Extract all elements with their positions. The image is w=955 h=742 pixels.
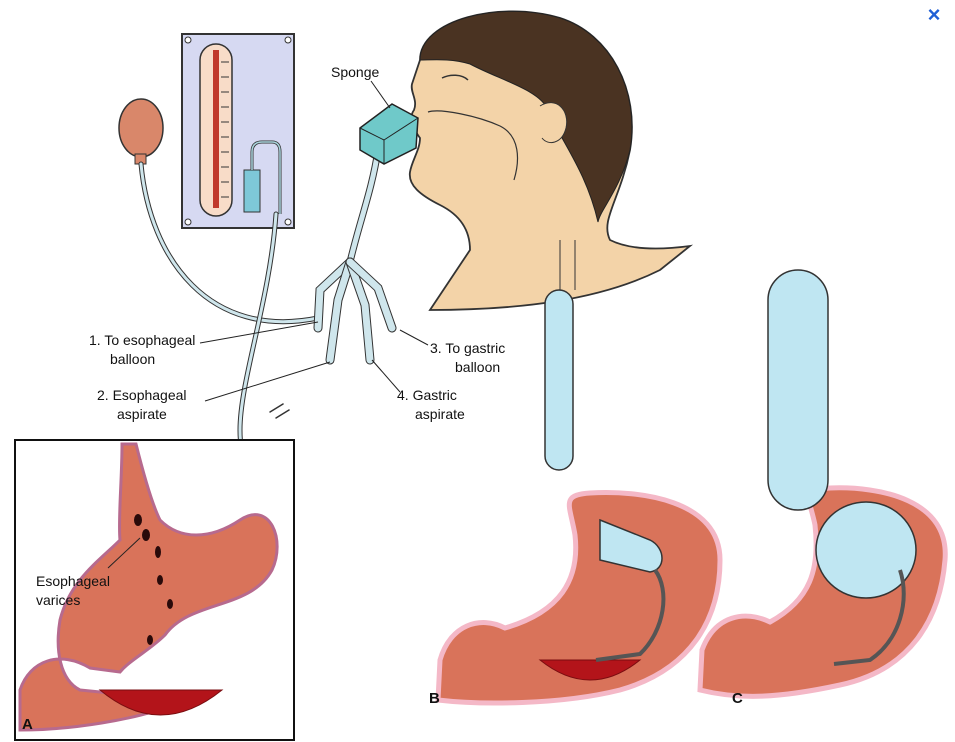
varices-label-line2: varices bbox=[36, 591, 80, 609]
gastric-aspirate-label-line2: aspirate bbox=[415, 405, 465, 423]
close-icon[interactable]: × bbox=[921, 2, 947, 28]
gastric-balloon-label-line2: balloon bbox=[455, 358, 500, 376]
panel-a-label: A bbox=[22, 716, 33, 733]
esophageal-aspirate-label-line2: aspirate bbox=[117, 405, 167, 423]
esophageal-aspirate-label-line1: 2. Esophageal bbox=[97, 386, 187, 404]
panel-b-label: B bbox=[429, 690, 440, 707]
gastric-balloon-label-line1: 3. To gastric bbox=[430, 339, 505, 357]
panel-c-label: C bbox=[732, 690, 743, 707]
varices-label-line1: Esophageal bbox=[36, 572, 110, 590]
esophageal-balloon-label-line2: balloon bbox=[110, 350, 155, 368]
gastric-aspirate-label-line1: 4. Gastric bbox=[397, 386, 457, 404]
sponge-label: Sponge bbox=[331, 63, 379, 81]
esophageal-balloon-label-line1: 1. To esophageal bbox=[89, 331, 195, 349]
